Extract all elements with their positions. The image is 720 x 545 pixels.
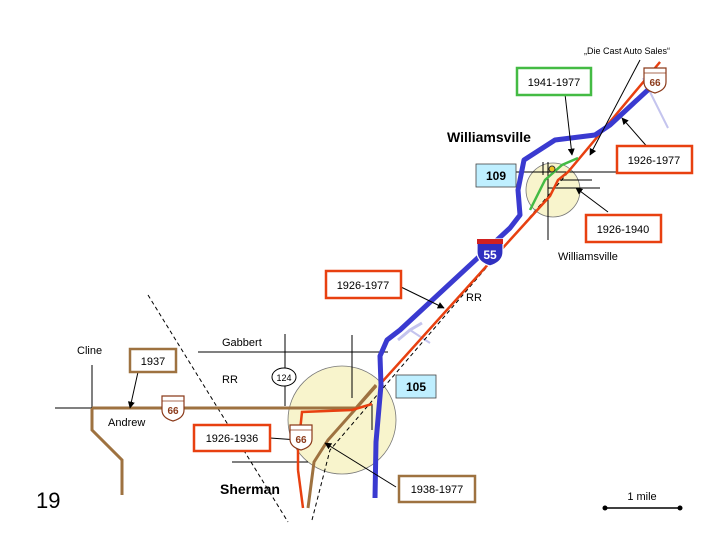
route-109-shield: 109: [475, 163, 517, 188]
rr-south-label: RR: [222, 374, 238, 386]
us-66-shield-icon-sherman: 66: [289, 424, 313, 451]
box-red-1926-1940: 1926-1940: [584, 213, 663, 244]
rr-north-label: RR: [466, 292, 482, 304]
county-124-label: 124: [276, 373, 291, 383]
sherman-title: Sherman: [220, 481, 280, 497]
williamsville-title: Williamsville: [447, 129, 531, 145]
us-66-label-andrew: 66: [167, 406, 179, 417]
box-red-mid-1926-1977-label: 1926-1977: [337, 280, 390, 292]
box-brown-1938-1977-label: 1938-1977: [411, 484, 464, 496]
us-66-shield-icon-andrew: 66: [161, 395, 185, 422]
interstate-55-label: 55: [483, 248, 497, 262]
callout-arrows: [127, 59, 651, 488]
cline-label: Cline: [77, 345, 102, 357]
box-green-1941-1977: 1941-1977: [515, 66, 593, 97]
die-cast-label: „Die Cast Auto Sales“: [584, 46, 670, 56]
box-red-ne-1926-1977-label: 1926-1977: [628, 155, 681, 167]
box-green-1941-1977-label: 1941-1977: [528, 77, 581, 89]
interstate-55-shield-icon: 55: [476, 238, 504, 267]
route-105-label: 105: [406, 380, 426, 394]
green-route: [528, 156, 579, 211]
us-66-label-sherman: 66: [295, 435, 307, 446]
interstate-55-line: [372, 86, 652, 499]
williamsville-small-label: Williamsville: [558, 251, 618, 263]
gabbert-label: Gabbert: [222, 337, 262, 349]
route-109-label: 109: [486, 169, 506, 183]
scale-bar: 1 mile: [602, 491, 683, 511]
box-brown-1937: 1937: [128, 347, 178, 374]
county-124-marker: 124: [271, 367, 297, 387]
slide-number: 19: [36, 488, 60, 513]
route-105-shield: 105: [395, 374, 437, 399]
box-brown-1937-label: 1937: [141, 356, 165, 368]
creek-branch: [409, 329, 431, 344]
die-cast-location-dot: [548, 165, 556, 173]
box-red-mid-1926-1977: 1926-1977: [324, 269, 403, 300]
box-red-ne-1926-1977: 1926-1977: [615, 144, 694, 175]
box-red-1926-1936-label: 1926-1936: [206, 433, 259, 445]
railroad-lines: [147, 61, 661, 523]
box-red-1926-1940-label: 1926-1940: [597, 224, 650, 236]
andrew-label: Andrew: [108, 417, 145, 429]
scale-bar-label: 1 mile: [627, 491, 656, 503]
us-66-label-ne: 66: [649, 78, 661, 89]
us-66-shield-icon-ne: 66: [643, 67, 667, 94]
box-red-1926-1936: 1926-1936: [192, 423, 272, 453]
box-brown-1938-1977: 1938-1977: [397, 474, 477, 504]
